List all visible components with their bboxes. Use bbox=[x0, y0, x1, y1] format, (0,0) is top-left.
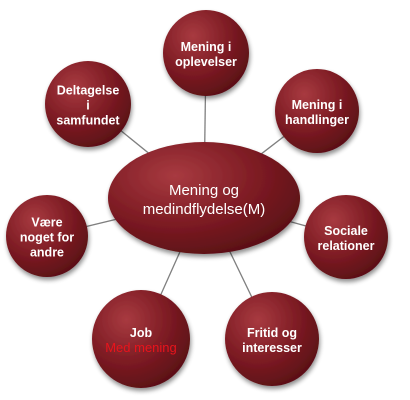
node-circle bbox=[225, 292, 319, 386]
node-label-line: relationer bbox=[318, 239, 375, 253]
node-label-line: medindflydelse(M) bbox=[143, 201, 266, 218]
node-label-line: Deltagelse bbox=[57, 83, 120, 97]
node-label-line: oplevelser bbox=[175, 55, 237, 69]
node-label-line: Job bbox=[130, 326, 153, 340]
node-label-line: interesser bbox=[242, 341, 302, 355]
center-node[interactable]: Mening og medindflydelse(M) bbox=[108, 142, 300, 254]
node-circle bbox=[45, 61, 131, 147]
center-layer: Mening og medindflydelse(M) bbox=[108, 142, 300, 254]
node-circle bbox=[6, 195, 88, 277]
node-circle bbox=[275, 69, 359, 153]
node-label-line: samfundet bbox=[56, 113, 120, 127]
node-label-line: Sociale bbox=[324, 224, 368, 238]
node-circle bbox=[304, 195, 388, 279]
node-circle bbox=[92, 290, 190, 388]
node-label-line: handlinger bbox=[285, 113, 349, 127]
node-label-line: Fritid og bbox=[247, 326, 297, 340]
node-label-line: Mening og bbox=[169, 182, 239, 199]
center-ellipse bbox=[108, 142, 300, 254]
node-label-line: Mening i bbox=[292, 98, 343, 112]
node-label-line: Mening i bbox=[181, 40, 232, 54]
node-accent-label: Med mening bbox=[105, 340, 177, 355]
node-label-line: andre bbox=[30, 245, 64, 259]
node-label-line: i bbox=[86, 98, 89, 112]
node-label-line: Være bbox=[31, 215, 62, 229]
node-label-line: noget for bbox=[20, 230, 74, 244]
node-circle bbox=[163, 10, 249, 96]
